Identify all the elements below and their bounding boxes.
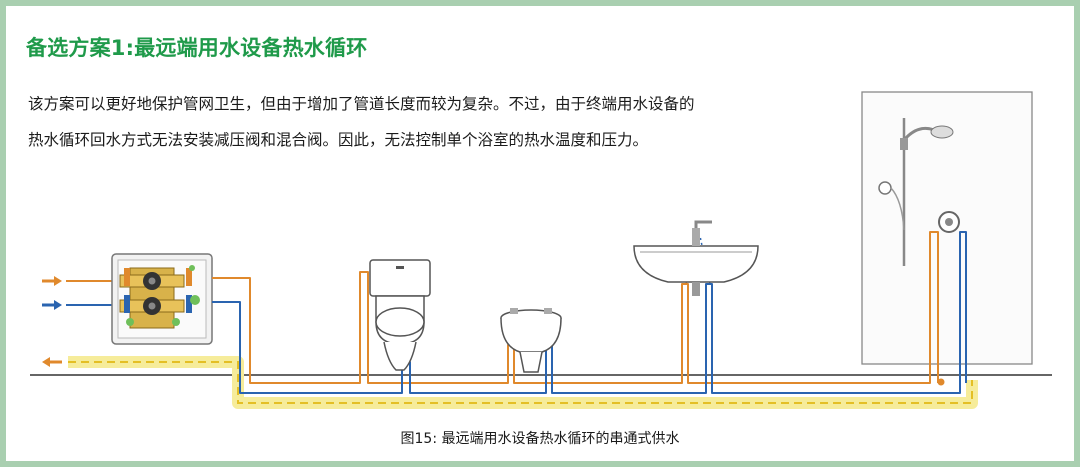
cold-inlet-arrow — [42, 300, 62, 310]
hot-return-junction — [937, 378, 945, 386]
bidet-icon — [500, 308, 562, 373]
basin-cold-dots — [699, 235, 711, 285]
toilet-icon — [369, 259, 431, 371]
return-outlet-arrow — [42, 357, 62, 367]
page-title: 备选方案1:最远端用水设备热水循环 — [26, 36, 368, 60]
manifold-icon — [111, 253, 213, 345]
washbasin-icon — [633, 220, 759, 296]
shower-icon — [878, 118, 960, 266]
figure-caption: 图15: 最远端用水设备热水循环的串通式供水 — [400, 431, 680, 447]
cold-supply-pipe — [212, 231, 967, 394]
hot-supply-pipe — [212, 231, 939, 384]
hot-inlet-arrow — [42, 276, 62, 286]
description-line-1: 该方案可以更好地保护管网卫生，但由于增加了管道长度而较为复杂。不过，由于终端用水… — [28, 95, 695, 113]
circulation-return-line — [68, 361, 973, 404]
description-line-2: 热水循环回水方式无法安装减压阀和混合阀。因此，无法控制单个浴室的热水温度和压力。 — [28, 131, 649, 149]
